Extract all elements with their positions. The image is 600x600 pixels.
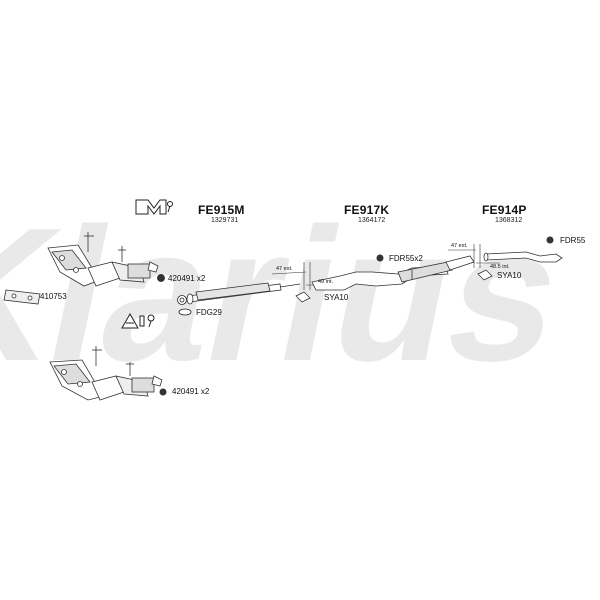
part-label-sya10-right: SYA10 [497,271,522,280]
manifold-top [47,232,159,287]
dimension-label-48int: 48.5 int. [490,264,510,270]
dimension-label-47ext-b: 47 ext. [451,243,468,249]
part-label-420491-bottom: 420491 x2 [172,387,210,396]
sya10-mid-clamp-icon [295,291,311,303]
part-label-sya10-mid: SYA10 [324,293,349,302]
assembly-code-3: FE914P [482,203,527,217]
part-label-410753: 410753 [40,292,67,301]
rear-pipe [483,251,563,263]
fdr55x2-hanger-icon [376,254,384,262]
part-label-420491-top: 420491 x2 [168,274,206,283]
part-label-fdr55x2: FDR55x2 [389,254,423,263]
fitting-420491-bottom-icon [159,388,167,396]
fitting-420491-top-icon [157,274,165,282]
dimension-label-49int: 49 int. [318,279,333,285]
part-label-fdr55: FDR55 [560,236,586,245]
assembly-number-3: 1368312 [495,217,523,224]
fitting-clamp-icon [177,295,187,305]
fdg29-gasket-icon [178,308,192,316]
sya10-right-clamp-icon [477,269,493,281]
fdr55-hanger-icon [546,236,554,244]
watermark: Klarius [0,188,580,401]
part-label-fdg29: FDG29 [196,308,222,317]
assembly-number-1: 1329731 [211,217,239,224]
dimension-lines [271,244,500,290]
front-pipe [186,282,301,305]
mounting-kit-icon [135,199,173,215]
assembly-code-2: FE917K [344,203,390,217]
gasket-410753 [3,289,41,305]
dimension-label-47ext-a: 47 ext. [276,266,293,272]
middle-silencer [311,255,475,291]
manifold-bottom [49,346,163,401]
assembly-kit-icon [121,312,155,329]
assembly-number-2: 1364172 [358,217,386,224]
assembly-code-1: FE915M [198,203,245,217]
